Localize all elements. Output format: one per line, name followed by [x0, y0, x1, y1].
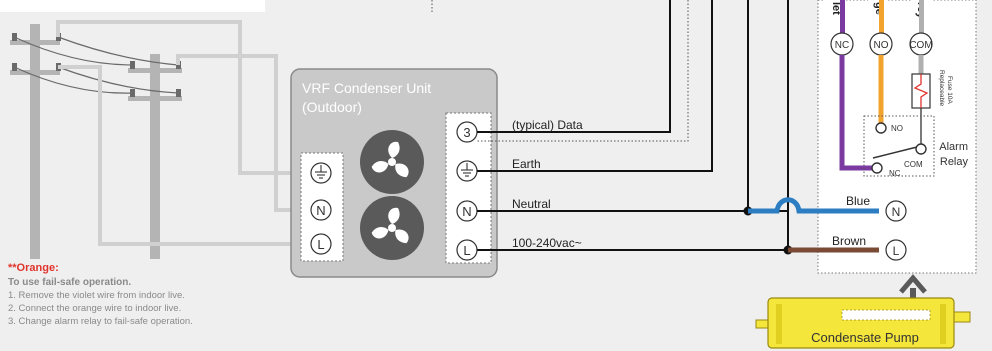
violet-internal-wire — [839, 55, 872, 171]
blue-wire-label: Blue — [846, 194, 870, 208]
top-panel — [0, 0, 265, 12]
unit-live-label: L — [463, 243, 470, 258]
alarm-relay-label-line2: Relay — [940, 156, 969, 168]
grey-wire-top — [919, 0, 924, 33]
earth-icon — [315, 165, 327, 179]
supply-earth-terminal — [310, 162, 332, 184]
fuse-label-line1: Replaceable — [938, 70, 945, 107]
orange-wire-top — [879, 0, 884, 33]
pump-neutral-label: N — [892, 205, 901, 219]
unit-terminal-block — [445, 112, 492, 264]
note-title: **Orange: — [8, 262, 59, 274]
note-step: 1. Remove the violet wire from indoor li… — [8, 290, 185, 301]
condensate-pump — [755, 297, 971, 349]
relay-no-contact — [875, 122, 887, 134]
condenser-title-line2: (Outdoor) — [302, 99, 362, 115]
relay-com-label: COM — [904, 160, 923, 169]
earth-icon — [461, 163, 473, 177]
data-wire-label: (typical) Data — [512, 118, 583, 132]
fuse-element — [913, 74, 929, 108]
condenser-title-line1: VRF Condenser Unit — [302, 80, 431, 96]
pump-neutral-terminal — [885, 200, 907, 222]
alarm-relay-label-line1: Alarm — [939, 141, 968, 153]
unit-neutral-label: N — [462, 204, 471, 219]
com-terminal-label: COM — [909, 40, 932, 51]
control-wires — [477, 0, 833, 251]
fuse-label-line2: Fuse 10A — [946, 76, 953, 104]
note-subtitle: To use fail-safe operation. — [8, 277, 132, 288]
relay-nc-contact — [871, 162, 883, 174]
relay-switch-arm — [872, 146, 918, 159]
fan-icon — [360, 196, 424, 260]
dotted-guides — [431, 0, 689, 142]
no-terminal-label: NO — [874, 40, 889, 51]
pump-live-terminal — [885, 239, 907, 261]
pump-label: Condensate Pump — [811, 330, 919, 345]
relay-nc-label: NC — [889, 169, 901, 178]
data-terminal-label: 3 — [463, 125, 470, 140]
fan-icon — [360, 130, 424, 194]
supply-live-label: L — [317, 237, 324, 252]
supply-neutral-terminal — [310, 199, 332, 221]
brown-wire-label: Brown — [832, 234, 866, 248]
utility-poles — [10, 24, 182, 259]
live-wire-label: 100-240vac~ — [512, 236, 582, 250]
note-step: 2. Connect the orange wire to indoor liv… — [8, 303, 182, 314]
supply-neutral-label: N — [316, 203, 325, 218]
relay-no-label: NO — [891, 124, 903, 133]
neutral-wire-label: Neutral — [512, 197, 551, 211]
blue-wire — [748, 197, 879, 214]
power-lines — [13, 36, 179, 94]
fail-safe-note: **Orange: To use fail-safe operation. 1.… — [8, 262, 278, 329]
feed-wires — [56, 20, 303, 246]
unit-earth-terminal — [456, 160, 478, 182]
earth-wire-label: Earth — [512, 157, 541, 171]
pump-live-label: L — [893, 244, 900, 258]
nc-terminal-label: NC — [835, 40, 849, 51]
relay-com-contact — [915, 143, 927, 155]
note-step: 3. Change alarm relay to fail-safe opera… — [8, 316, 193, 327]
alarm-relay-box — [863, 115, 935, 177]
supply-live-terminal — [310, 233, 332, 255]
violet-wire-label: let — [830, 2, 842, 15]
violet-wire-top — [840, 0, 845, 33]
